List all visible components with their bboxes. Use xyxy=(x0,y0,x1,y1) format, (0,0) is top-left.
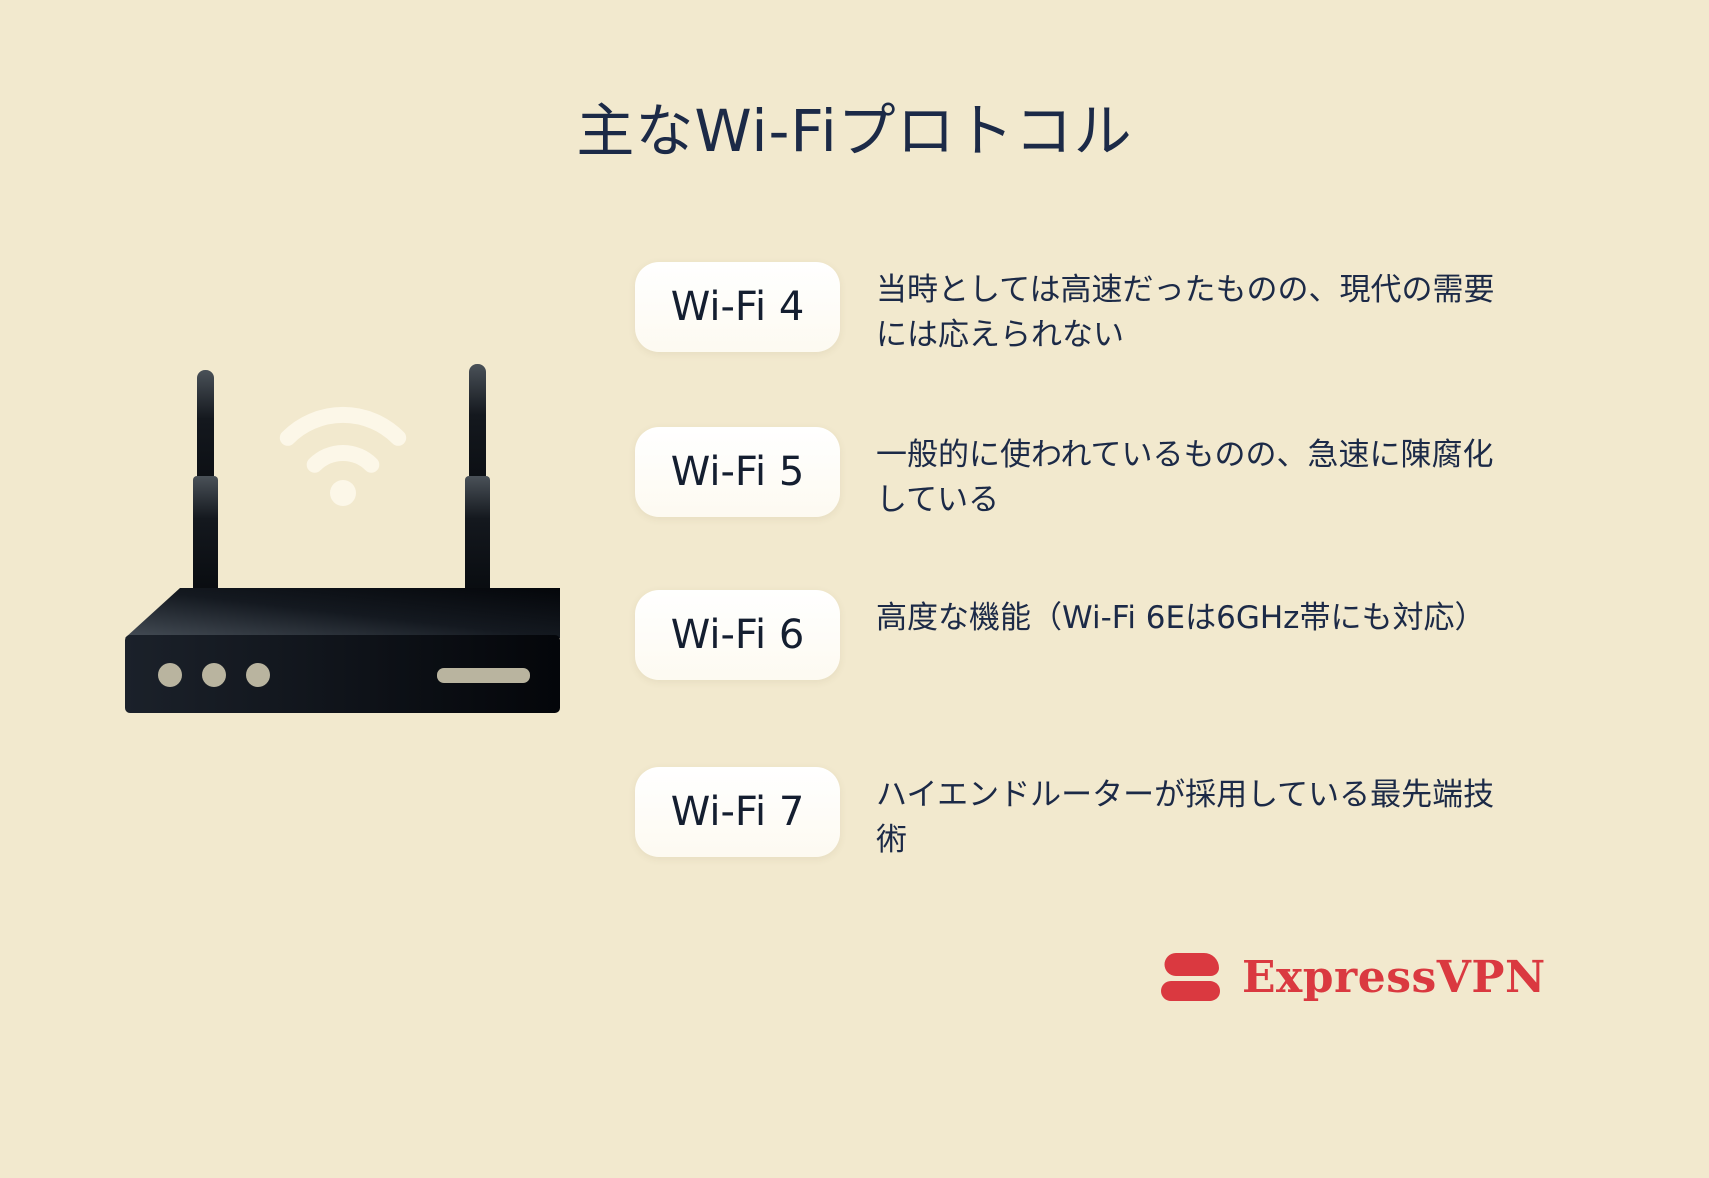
antenna-left xyxy=(193,370,218,598)
wifi6-label-pill: Wi-Fi 6 xyxy=(635,590,840,680)
wifi5-label-pill: Wi-Fi 5 xyxy=(635,427,840,517)
wifi4-label-pill: Wi-Fi 4 xyxy=(635,262,840,352)
router-icon xyxy=(125,364,560,713)
brand-lockup: ExpressVPN xyxy=(1158,948,1546,1006)
expressvpn-logo-icon xyxy=(1161,953,1220,1001)
wifi-signal-icon xyxy=(279,406,407,506)
wifi7-label-pill: Wi-Fi 7 xyxy=(635,767,840,857)
router-led-lights xyxy=(158,663,270,687)
antenna-right xyxy=(465,364,490,598)
wifi7-description: ハイエンドルーターが採用している最先端技術 xyxy=(876,777,1495,858)
expressvpn-wordmark: ExpressVPN xyxy=(1242,951,1546,1003)
router-body xyxy=(125,588,560,713)
wifi5-description: 一般的に使われているものの、急速に陳腐化している xyxy=(876,437,1494,518)
wifi-protocol-row: Wi-Fi 7 ハイエンドルーターが採用している最先端技術 xyxy=(635,767,1521,863)
wifi-protocol-row: Wi-Fi 5 一般的に使われているものの、急速に陳腐化している xyxy=(635,427,1521,523)
wifi4-description: 当時としては高速だったものの、現代の需要には応えられない xyxy=(876,272,1495,353)
wifi6-description: 高度な機能（Wi-Fi 6Eは6GHz帯にも対応） xyxy=(876,600,1486,636)
router-illustration xyxy=(100,358,580,730)
router-slot xyxy=(437,668,530,683)
page-title: 主なWi-Fiプロトコル xyxy=(576,97,1133,165)
wifi-protocol-row: Wi-Fi 6 高度な機能（Wi-Fi 6Eは6GHz帯にも対応） xyxy=(635,590,1521,680)
wifi-protocol-row: Wi-Fi 4 当時としては高速だったものの、現代の需要には応えられない xyxy=(635,262,1521,358)
